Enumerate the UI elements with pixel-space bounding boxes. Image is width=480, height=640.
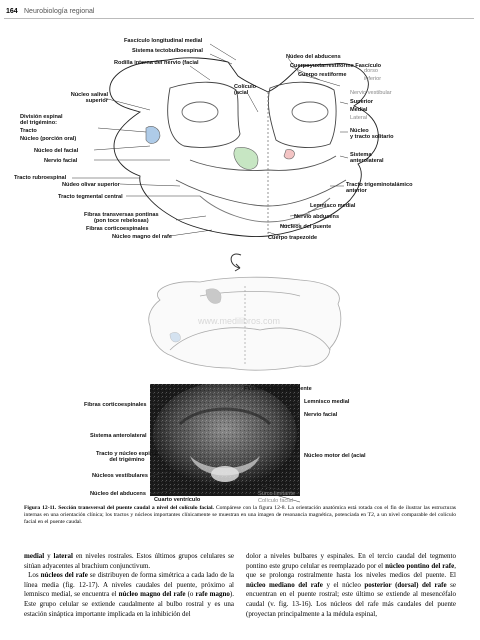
caption-body: Compárese con la figura 12-8. La orienta…: [24, 505, 456, 525]
label-nervio-abducens: Nervio abducens: [294, 214, 340, 220]
label-lateral: Lateral: [350, 115, 368, 121]
text-span: se encuentran en el puente rostral; este…: [246, 580, 456, 618]
label-lemnisco-medial-mri: Lemnisco medial: [304, 399, 350, 405]
label-coliculo-facial: Colículo (acial: [234, 84, 257, 97]
label-division-espinal-trigemino: División espinal del trigémino:: [20, 114, 63, 127]
highlighted-nuclei-top: [145, 126, 295, 170]
term-nucleo-pontino-rafe: núcleo pontino del rafe: [385, 561, 455, 570]
label-tracto-nucleo-espinal-trigemino: Tracto y núcleo espinal del trigémino: [96, 451, 158, 464]
text-span: y: [44, 552, 54, 560]
label-nucleos-vestibulares: Núcleos vestibulares: [92, 473, 148, 479]
label-sistema-anterolateral-mri: Sistema anterolateral: [90, 433, 147, 439]
label-nucleo-olivar-superior: Núdeo olivar superior: [62, 182, 120, 188]
label-medial: Medial: [350, 107, 368, 113]
label-nucleo-abducens-top: Núdeo del abducens: [286, 54, 341, 60]
text-span: Los: [28, 571, 41, 580]
label-nucleo-motor-facial: Núcleo motor del (acial: [304, 453, 366, 459]
term-nucleos-rafe: núcleos del rafe: [40, 571, 88, 580]
page-header: 164 Neurobiología regional: [0, 0, 480, 22]
term-lateral: lateral: [53, 552, 73, 560]
rotation-arrow: [230, 253, 242, 272]
middle-nuclei: [169, 288, 222, 343]
label-nucleo-salival-superior: Núcleo salival superior: [70, 92, 108, 105]
label-fibras-transversas: Fibras transversas pontinas (pon toce re…: [84, 212, 159, 225]
mri-image: [150, 384, 300, 496]
label-dorso: dorso: [364, 68, 378, 74]
label-rodilla-interna-facial: Rodilla interna del nervio (facial: [114, 60, 199, 66]
label-sistema-anterolateral-top: Sistema anterolateral: [350, 152, 384, 165]
running-head: Neurobiología regional: [24, 8, 95, 15]
term-medial: medial: [24, 552, 45, 560]
label-nucleo-tracto-solitario: Núcleo y tracto solitario: [350, 128, 394, 141]
term-rafe-magno: rafe magno: [195, 590, 230, 599]
text-span: , que se prolonga rostralmente hasta los…: [246, 561, 456, 580]
term-nucleo-mediano-rafe: núcleo mediano del rafe: [246, 580, 323, 589]
text-span: y el núcleo: [322, 580, 365, 589]
pons-section-middle: [148, 276, 342, 371]
text-span: en niveles rostrales. Estos últimos grup…: [24, 552, 234, 570]
label-sistema-tectobulboespinal: Sistema tectobulboespinal: [132, 48, 203, 54]
label-fibras-corticoespinales-mri: Fibras corticoespinales: [84, 402, 147, 408]
caption-title: Sección transversal del puente caudal a …: [58, 505, 214, 511]
label-cuerpo-yuxtarrestiforme: Cuerpoyuxtarrestiforme Fascículo: [290, 63, 382, 69]
watermark: www.medilibros.com: [198, 316, 281, 326]
pons-section-top: [109, 57, 379, 237]
label-nucleos-del-puente: Núcleos del puente: [280, 224, 332, 230]
header-rule: [4, 18, 474, 19]
label-cuerpo-restiforme: Cuerpo restiforme: [298, 72, 347, 78]
label-nucleo-porcion-oral: Núcleo (porción oral): [20, 136, 77, 142]
label-nervio-facial-mri: Nervio facial: [304, 412, 338, 418]
label-cuerpo-trapezoide: Cuerpo trapezoide: [268, 235, 318, 241]
term-nucleo-magno-rafe: núcleo magno del rafe: [118, 590, 186, 599]
text-span: dolor a niveles bulbares y espinales. En…: [246, 552, 456, 570]
text-span: se distribuyen de forma simétrica a cada…: [24, 571, 235, 599]
caption-figure-label: Figura 12-11.: [24, 505, 57, 511]
page-number: 164: [6, 8, 18, 15]
label-lemnisco-medial-top: Lemnisco medial: [310, 203, 356, 209]
label-fvsion-basilar: FVsión basilar del puente: [244, 386, 312, 392]
label-nucleo-del-facial: Núcleo del facial: [34, 148, 79, 154]
label-inferior: inferior: [364, 76, 382, 82]
label-nucleo-abducens-mri: Núcleo del abducens: [90, 491, 146, 497]
label-surco-limitante: Surco limitante: [258, 491, 295, 497]
term-nucleo-posterior-rafe: posterior (dorsal) del rafe: [364, 580, 447, 589]
text-span: (o: [185, 590, 196, 599]
mri-drawing: [150, 384, 300, 496]
label-nucleo-magno-rafe: Núcleo magno del rafe: [112, 234, 172, 240]
text-span: ). Este grupo celular se extiende caudal…: [24, 590, 234, 618]
label-tracto: Tracto: [20, 128, 37, 134]
label-tracto-tegmental-central: Tracto tegmental central: [58, 194, 123, 200]
label-superior: Superior: [350, 99, 374, 105]
leader-lines-top: [72, 43, 349, 237]
label-coliculo-facial-mri: Colículo facial: [258, 498, 293, 504]
label-tracto-trigeminotalamico: Tracto trigeminotalámico anterior: [346, 182, 413, 195]
label-nervio-facial-top: Nervio facial: [44, 158, 78, 164]
label-tracto-rubroespinal: Tracto rubroespinal: [14, 175, 67, 181]
figure-caption: Figura 12-11. Sección transversal del pu…: [24, 505, 456, 526]
label-nervio-vestibular: Nervio vestibular: [350, 90, 392, 96]
label-fibras-corticoespinales-top: Fibras corticoespinales: [86, 226, 149, 232]
body-column-left: medial y lateral en niveles rostrales. E…: [24, 552, 234, 619]
label-fasciculo-longitudinal-medial: Fascículo longitudinal medial: [124, 38, 203, 44]
body-column-right: dolor a niveles bulbares y espinales. En…: [246, 552, 456, 619]
label-cuarto-ventriculo: Cuarto ventrículo: [154, 497, 201, 503]
